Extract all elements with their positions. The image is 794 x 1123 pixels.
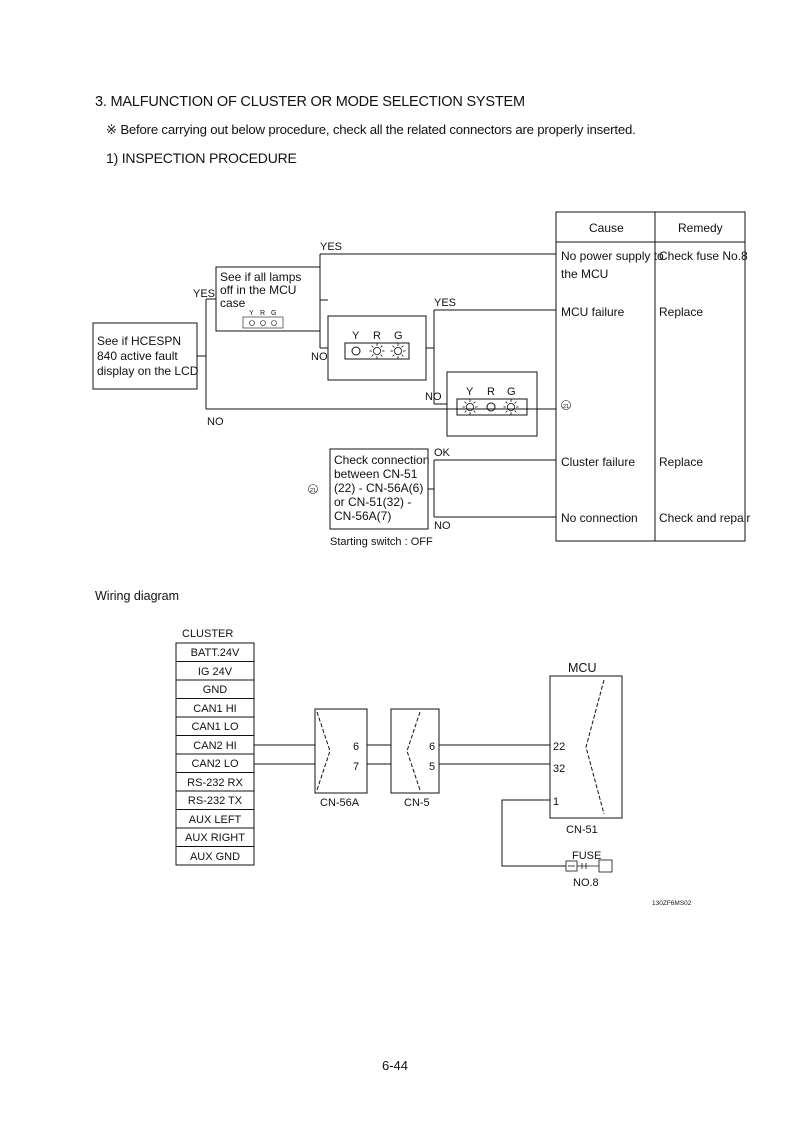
start-box-line-3: display on the LCD (97, 364, 199, 378)
display1-letter-y: Y (352, 330, 360, 342)
wiring-diagram-title: Wiring diagram (95, 589, 180, 603)
figure-code: 130ZF6MS02 (652, 900, 692, 907)
check-box-line-2: between CN-51 (334, 467, 418, 481)
remedy-row-3: Replace (659, 455, 703, 469)
start-box-line-2: 840 active fault (97, 349, 178, 363)
display1-letter-g: G (394, 330, 403, 342)
cluster-pin-rs232-rx: RS-232 RX (187, 777, 243, 789)
cn5-pin-5: 5 (429, 761, 435, 773)
cause-remedy-table (555, 211, 746, 542)
remedy-row-4: Check and repair (659, 511, 750, 525)
check-box-line-5: CN-56A(7) (334, 509, 391, 523)
mcu-connector (549, 675, 623, 819)
lamp-display-1 (327, 315, 427, 381)
start-box-line-1: See if HCESPN (97, 334, 181, 348)
fuse-label: FUSE (572, 850, 601, 862)
cluster-pin-can1-hi: CAN1 HI (193, 703, 236, 715)
display2-letter-r: R (487, 386, 495, 398)
ref-marker-right: 21 (563, 404, 569, 410)
fuse-icon (565, 859, 613, 873)
cluster-pin-can2-lo: CAN2 LO (191, 758, 239, 770)
check-box-line-1: Check connection (334, 453, 429, 467)
mcu-pin-22: 22 (553, 741, 565, 753)
lamps-box-line-2: off in the MCU (220, 283, 296, 297)
display1-letter-r: R (373, 330, 381, 342)
label-no-start: NO (207, 416, 224, 428)
lamps-box-letter-y: Y (249, 310, 254, 317)
cn56a-label: CN-56A (320, 797, 360, 809)
cn-5-connector (390, 708, 440, 794)
precaution-note: ※ Before carrying out below procedure, c… (106, 122, 636, 137)
cluster-pin-can1-lo: CAN1 LO (191, 721, 239, 733)
cluster-pin-rs232-tx: RS-232 TX (188, 795, 243, 807)
cn51-label: CN-51 (566, 824, 598, 836)
cn-56a-connector (314, 708, 368, 794)
inspection-flowchart: See if HCESPN 840 active fault display o… (92, 211, 750, 548)
label-yes-mid: YES (434, 297, 456, 309)
remedy-row-2: Replace (659, 305, 703, 319)
lamp-display-2 (446, 371, 538, 437)
cluster-pin-batt: BATT.24V (191, 647, 240, 659)
mcu-label: MCU (568, 661, 596, 675)
display2-letter-g: G (507, 386, 516, 398)
label-ok: OK (434, 447, 451, 459)
cause-row-2: MCU failure (561, 305, 625, 319)
label-yes-left: YES (193, 288, 215, 300)
mcu-pin-32: 32 (553, 763, 565, 775)
check-box-line-3: (22) - CN-56A(6) (334, 481, 423, 495)
cluster-label: CLUSTER (182, 628, 233, 640)
ref-marker-left: 21 (310, 488, 316, 494)
check-condition: Starting switch : OFF (330, 536, 433, 548)
lamps-box-line-1: See if all lamps (220, 270, 301, 284)
table-header-remedy: Remedy (678, 221, 723, 235)
table-header-cause: Cause (589, 221, 624, 235)
page-number: 6-44 (382, 1058, 409, 1073)
section-title: 3. MALFUNCTION OF CLUSTER OR MODE SELECT… (95, 94, 525, 110)
cn5-label: CN-5 (404, 797, 430, 809)
display2-letter-y: Y (466, 386, 474, 398)
cn56a-pin-6: 6 (353, 741, 359, 753)
cluster-pin-gnd: GND (203, 684, 228, 696)
cluster-pin-aux-right: AUX RIGHT (185, 832, 245, 844)
lamps-box-letter-r: R (260, 310, 265, 317)
cause-row-1-line-2: the MCU (561, 267, 608, 281)
cluster-pin-ig: IG 24V (198, 666, 233, 678)
label-no-display: NO (425, 391, 442, 403)
cluster-pin-aux-gnd: AUX GND (190, 851, 240, 863)
cause-row-4: No connection (561, 511, 638, 525)
check-box-line-4: or CN-51(32) - (334, 495, 411, 509)
cause-row-3: Cluster failure (561, 455, 635, 469)
label-no-lamps: NO (311, 351, 328, 363)
cause-row-1-line-1: No power supply to (561, 249, 664, 263)
cluster-pin-aux-left: AUX LEFT (189, 814, 242, 826)
mcu-pin-1: 1 (553, 796, 559, 808)
cn56a-pin-7: 7 (353, 761, 359, 773)
cn5-pin-6: 6 (429, 741, 435, 753)
label-no-connection: NO (434, 520, 451, 532)
wiring-diagram: CLUSTER BATT.24V IG 24V GND CAN1 HI CAN1… (175, 628, 623, 889)
subsection-title: 1) INSPECTION PROCEDURE (106, 150, 297, 166)
fuse-number: NO.8 (573, 877, 599, 889)
label-yes-top: YES (320, 241, 342, 253)
cluster-pin-can2-hi: CAN2 HI (193, 740, 236, 752)
remedy-row-1: Check fuse No.8 (659, 249, 748, 263)
lamps-box-letter-g: G (271, 310, 276, 317)
lamps-box-line-3: case (220, 296, 246, 310)
